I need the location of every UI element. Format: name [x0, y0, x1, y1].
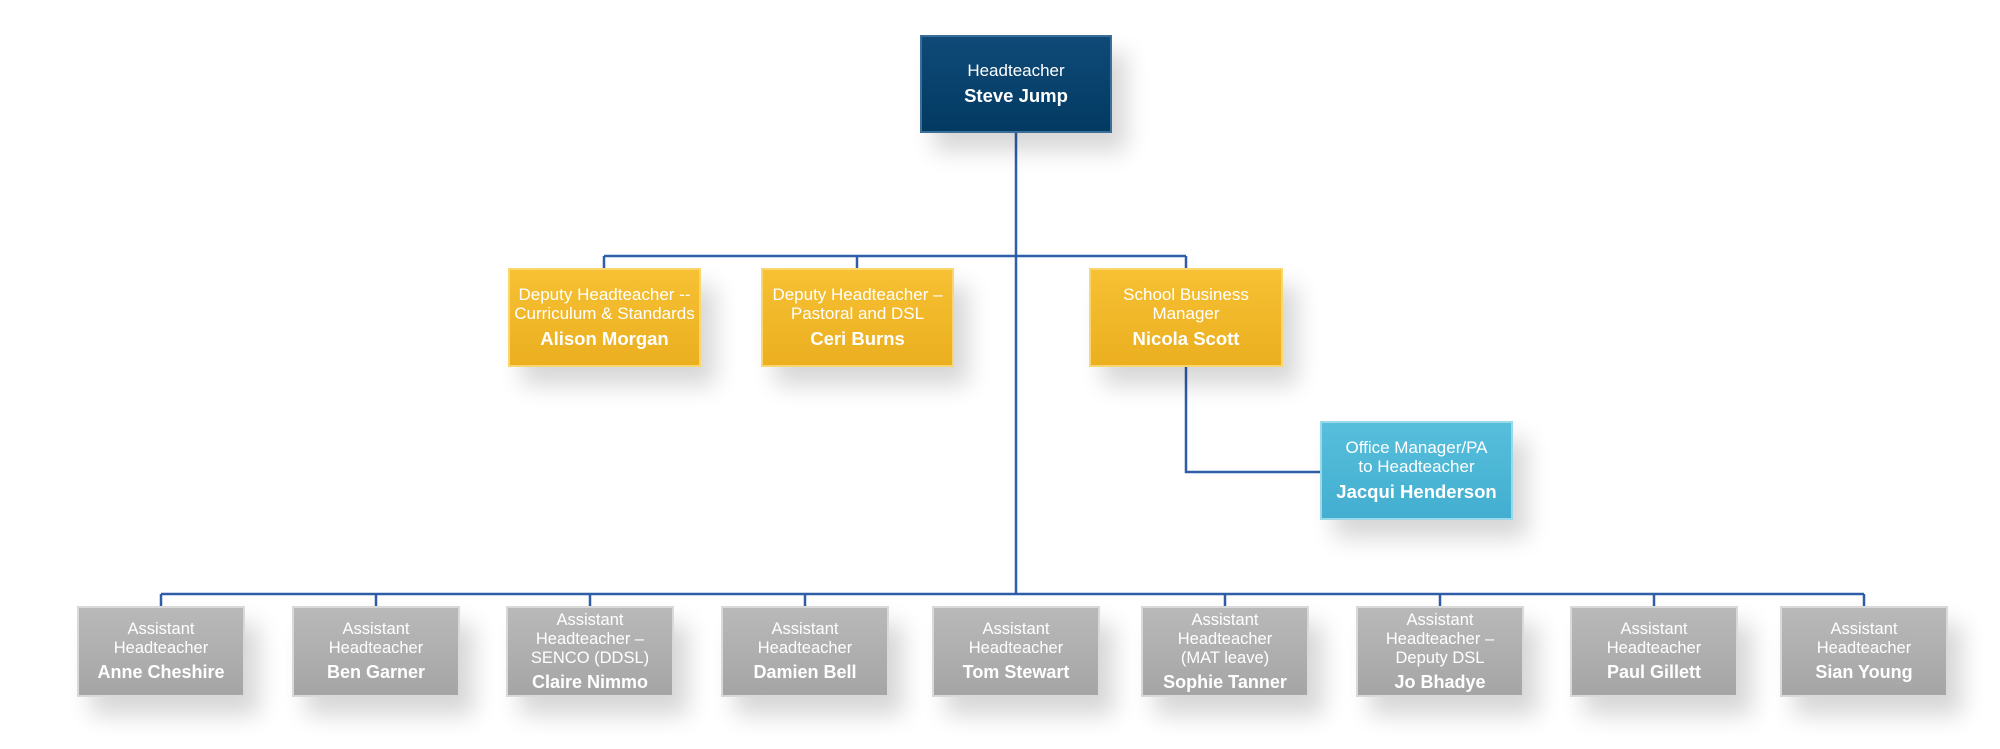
node-assistant-3: Assistant Headteacher – SENCO (DDSL) Cla… — [506, 606, 674, 697]
node-role: School Business Manager — [1123, 285, 1249, 323]
node-assistant-9: Assistant Headteacher Sian Young — [1780, 606, 1948, 697]
node-headteacher: Headteacher Steve Jump — [920, 35, 1112, 133]
node-role: Assistant Headteacher — [1816, 620, 1912, 657]
node-role: Assistant Headteacher — [1606, 620, 1702, 657]
node-role: Assistant Headteacher — [328, 620, 424, 657]
node-name: Sophie Tanner — [1163, 671, 1287, 692]
node-assistant-7: Assistant Headteacher – Deputy DSL Jo Bh… — [1356, 606, 1524, 697]
node-name: Nicola Scott — [1132, 328, 1240, 349]
node-role: Deputy Headteacher – Pastoral and DSL — [772, 285, 943, 323]
node-role: Office Manager/PA to Headteacher — [1345, 438, 1488, 476]
node-assistant-6: Assistant Headteacher (MAT leave) Sophie… — [1141, 606, 1309, 697]
node-role: Deputy Headteacher -- Curriculum & Stand… — [514, 285, 695, 323]
node-assistant-2: Assistant Headteacher Ben Garner — [292, 606, 460, 697]
node-name: Paul Gillett — [1606, 662, 1702, 682]
node-name: Damien Bell — [753, 662, 857, 682]
node-name: Tom Stewart — [962, 662, 1070, 682]
node-business-manager: School Business Manager Nicola Scott — [1089, 268, 1283, 367]
node-name: Ceri Burns — [810, 328, 905, 349]
node-name: Claire Nimmo — [531, 671, 649, 692]
node-role: Headteacher — [967, 61, 1065, 80]
node-deputy-curriculum: Deputy Headteacher -- Curriculum & Stand… — [508, 268, 701, 367]
node-name: Jacqui Henderson — [1336, 481, 1497, 502]
node-assistant-8: Assistant Headteacher Paul Gillett — [1570, 606, 1738, 697]
node-assistant-5: Assistant Headteacher Tom Stewart — [932, 606, 1100, 697]
node-role: Assistant Headteacher (MAT leave) — [1177, 610, 1273, 667]
node-name: Ben Garner — [326, 662, 426, 682]
node-role: Assistant Headteacher — [113, 620, 209, 657]
node-deputy-pastoral: Deputy Headteacher – Pastoral and DSL Ce… — [761, 268, 954, 367]
node-assistant-1: Assistant Headteacher Anne Cheshire — [77, 606, 245, 697]
connector-office-manager — [1184, 367, 1322, 474]
node-name: Sian Young — [1815, 662, 1913, 682]
node-name: Alison Morgan — [540, 328, 669, 349]
node-role: Assistant Headteacher – Deputy DSL — [1385, 610, 1495, 667]
node-role: Assistant Headteacher — [968, 620, 1064, 657]
node-name: Jo Bhadye — [1394, 671, 1486, 692]
node-assistant-4: Assistant Headteacher Damien Bell — [721, 606, 889, 697]
node-role: Assistant Headteacher – SENCO (DDSL) — [530, 610, 650, 667]
node-name: Anne Cheshire — [97, 662, 225, 682]
node-name: Steve Jump — [964, 85, 1068, 106]
node-role: Assistant Headteacher — [757, 620, 853, 657]
node-office-manager: Office Manager/PA to Headteacher Jacqui … — [1320, 421, 1513, 520]
